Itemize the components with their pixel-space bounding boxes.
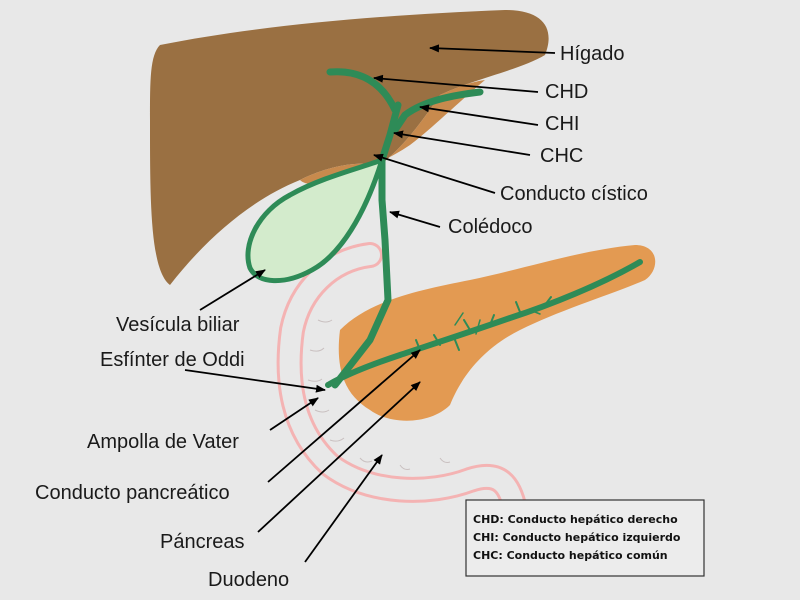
pancreas (338, 245, 656, 421)
arrow-conducto-pancreatico (267, 349, 421, 483)
labels: Hígado CHD CHI CHC Conducto cístico Colé… (35, 43, 648, 591)
legend-box: CHD: Conducto hepático derecho CHI: Cond… (465, 499, 705, 577)
arrow-esfinter (184, 369, 326, 393)
label-higado: Hígado (560, 43, 625, 65)
arrow-conducto-cistico (373, 153, 496, 194)
label-chd: CHD (545, 81, 588, 103)
bile-ducts (325, 68, 643, 389)
label-duodeno: Duodeno (208, 569, 289, 591)
label-pancreas: Páncreas (160, 531, 245, 553)
legend-line-chi: CHI: Conducto hepático izquierdo (473, 531, 681, 544)
label-coledoco: Colédoco (448, 216, 533, 238)
arrow-vesicula (199, 269, 266, 311)
arrows (184, 44, 556, 563)
label-ampolla: Ampolla de Vater (87, 431, 239, 453)
liver (150, 10, 549, 285)
legend-line-chd: CHD: Conducto hepático derecho (473, 513, 678, 526)
arrow-chd (373, 74, 539, 93)
arrow-chc (393, 130, 531, 156)
label-vesicula: Vesícula biliar (116, 314, 240, 336)
label-conducto-pancreatico: Conducto pancreático (35, 482, 230, 504)
gallbladder (245, 155, 386, 284)
legend-line-chc: CHC: Conducto hepático común (473, 549, 668, 562)
label-esfinter: Esfínter de Oddi (100, 349, 245, 371)
arrow-pancreas (257, 381, 421, 533)
arrow-ampolla (269, 397, 319, 431)
arrow-coledoco (389, 210, 441, 228)
arrow-chi (419, 104, 539, 126)
label-chi: CHI (545, 113, 579, 135)
label-chc: CHC (540, 145, 583, 167)
arrow-duodeno (304, 454, 383, 563)
label-conducto-cistico: Conducto cístico (500, 183, 648, 205)
arrow-higado (429, 44, 556, 54)
